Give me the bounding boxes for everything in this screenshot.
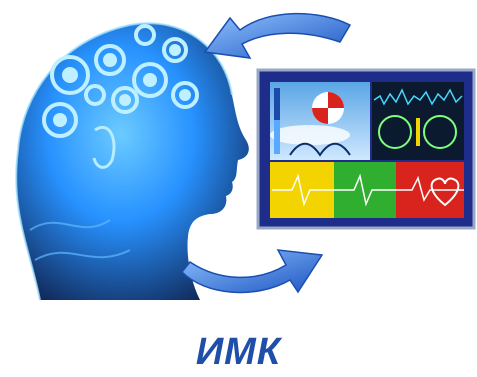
gears-icon xyxy=(42,24,199,138)
head-illustration xyxy=(15,22,249,301)
caption-title: ИМК xyxy=(195,331,282,373)
monitor xyxy=(256,68,476,230)
heart-icon xyxy=(430,177,460,207)
arrow-right-icon xyxy=(180,249,324,294)
arrow-left-icon xyxy=(203,12,352,59)
balloon-icon xyxy=(312,92,344,124)
